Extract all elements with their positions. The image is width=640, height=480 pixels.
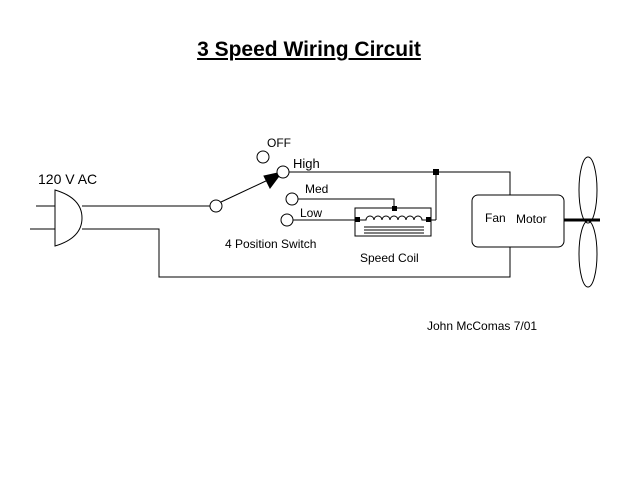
fan-blade-bottom bbox=[578, 220, 598, 288]
source-label: 120 V AC bbox=[38, 171, 98, 187]
switch-pivot-terminal bbox=[209, 199, 223, 213]
switch-med-terminal bbox=[285, 192, 299, 206]
switch-arrowhead bbox=[263, 171, 284, 189]
off-label: OFF bbox=[267, 136, 291, 150]
motor-label: Motor bbox=[516, 212, 547, 226]
switch-blade bbox=[220, 179, 269, 203]
diagram-title: 3 Speed Wiring Circuit bbox=[197, 38, 421, 61]
wire-med bbox=[298, 198, 395, 208]
med-label: Med bbox=[305, 182, 329, 196]
high-label: High bbox=[293, 156, 320, 171]
switch-low-terminal bbox=[280, 213, 294, 227]
author-credit: John McComas 7/01 bbox=[427, 319, 538, 333]
junction-dot bbox=[433, 169, 439, 175]
coil-tap-dot-high bbox=[426, 217, 431, 222]
switch-off-terminal bbox=[256, 150, 270, 164]
coil-tap-dot-med bbox=[392, 206, 397, 211]
switch-high-terminal bbox=[276, 165, 290, 179]
speed-coil-box bbox=[354, 207, 432, 237]
speed-coil-winding bbox=[360, 215, 428, 221]
switch-label: 4 Position Switch bbox=[225, 237, 317, 251]
fan-label: Fan bbox=[485, 211, 506, 225]
low-label: Low bbox=[300, 206, 323, 220]
wire-high-to-motor bbox=[436, 171, 511, 195]
fan-blade-top bbox=[578, 156, 598, 224]
plug-icon bbox=[54, 189, 83, 247]
coil-tap-dot-low bbox=[355, 217, 360, 222]
wire-neutral bbox=[82, 228, 511, 278]
speed-coil-label: Speed Coil bbox=[360, 251, 419, 265]
